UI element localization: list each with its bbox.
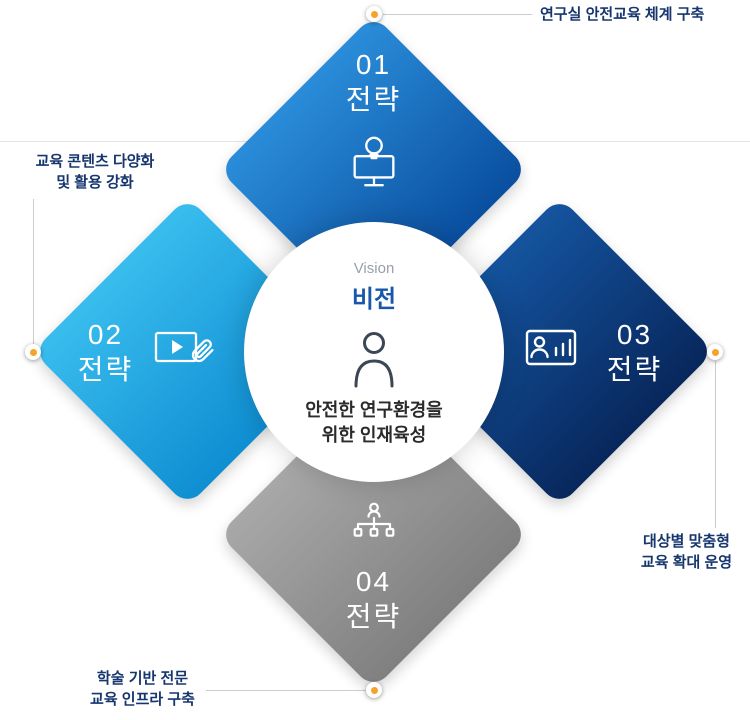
- callout-bottom-line1: 학술 기반 전문: [96, 670, 189, 687]
- video-attachment-icon: [153, 326, 217, 378]
- strategy-02-content: 02 전략: [40, 306, 255, 398]
- callout-dot-left: [25, 344, 41, 360]
- callout-left-text: 교육 콘텐츠 다양화 및 활용 강화: [15, 151, 175, 193]
- callout-bottom-line2: 교육 인프라 구축: [90, 691, 195, 708]
- callout-dot-right: [707, 344, 723, 360]
- callout-dot-bottom: [366, 682, 382, 698]
- callout-bottom-text: 학술 기반 전문 교육 인프라 구축: [50, 668, 235, 710]
- vision-label-ko: 비전: [351, 286, 397, 313]
- callout-dot-top: [366, 6, 382, 22]
- strategy-01-number: 01: [355, 49, 392, 80]
- callout-right-line2: 교육 확대 운영: [640, 554, 733, 571]
- vision-label-en: Vision: [353, 260, 395, 277]
- person-icon: [349, 330, 399, 388]
- callout-left-line1: 교육 콘텐츠 다양화: [35, 153, 155, 170]
- strategy-03-label: 전략: [606, 354, 663, 385]
- strategy-04-label: 전략: [345, 601, 402, 632]
- strategy-03-content: 03 전략: [485, 306, 700, 398]
- vision-description: 안전한 연구환경을 위한 인재육성: [305, 398, 442, 448]
- callout-right-line1: 대상별 맞춤형: [643, 533, 730, 550]
- presenter-chart-icon: [523, 326, 587, 378]
- strategy-01-content: 01 전략: [264, 47, 483, 191]
- strategy-04-number: 04: [355, 566, 392, 597]
- callout-top-line1: 연구실 안전교육 체계 구축: [540, 6, 705, 23]
- strategy-04-content: 04 전략: [264, 500, 483, 634]
- callout-line-bottom: [206, 690, 366, 691]
- monitor-bulb-icon: [345, 133, 403, 191]
- strategy-02-number: 02: [87, 319, 124, 350]
- callout-line-left: [33, 199, 34, 344]
- strategy-03-number: 03: [616, 319, 653, 350]
- strategy-01-label: 전략: [345, 84, 402, 115]
- callout-left-line2: 및 활용 강화: [56, 174, 134, 191]
- callout-right-text: 대상별 맞춤형 교육 확대 운영: [614, 531, 750, 573]
- callout-top-text: 연구실 안전교육 체계 구축: [540, 4, 750, 25]
- org-chart-icon: [346, 500, 402, 552]
- vision-description-line1: 안전한 연구환경을: [305, 400, 443, 420]
- callout-line-top: [383, 14, 532, 15]
- vision-description-line2: 위한 인재육성: [321, 425, 427, 445]
- vision-content: Vision 비전 안전한 연구환경을 위한 인재육성: [244, 260, 504, 448]
- strategy-02-label: 전략: [77, 354, 134, 385]
- callout-line-right: [715, 361, 716, 528]
